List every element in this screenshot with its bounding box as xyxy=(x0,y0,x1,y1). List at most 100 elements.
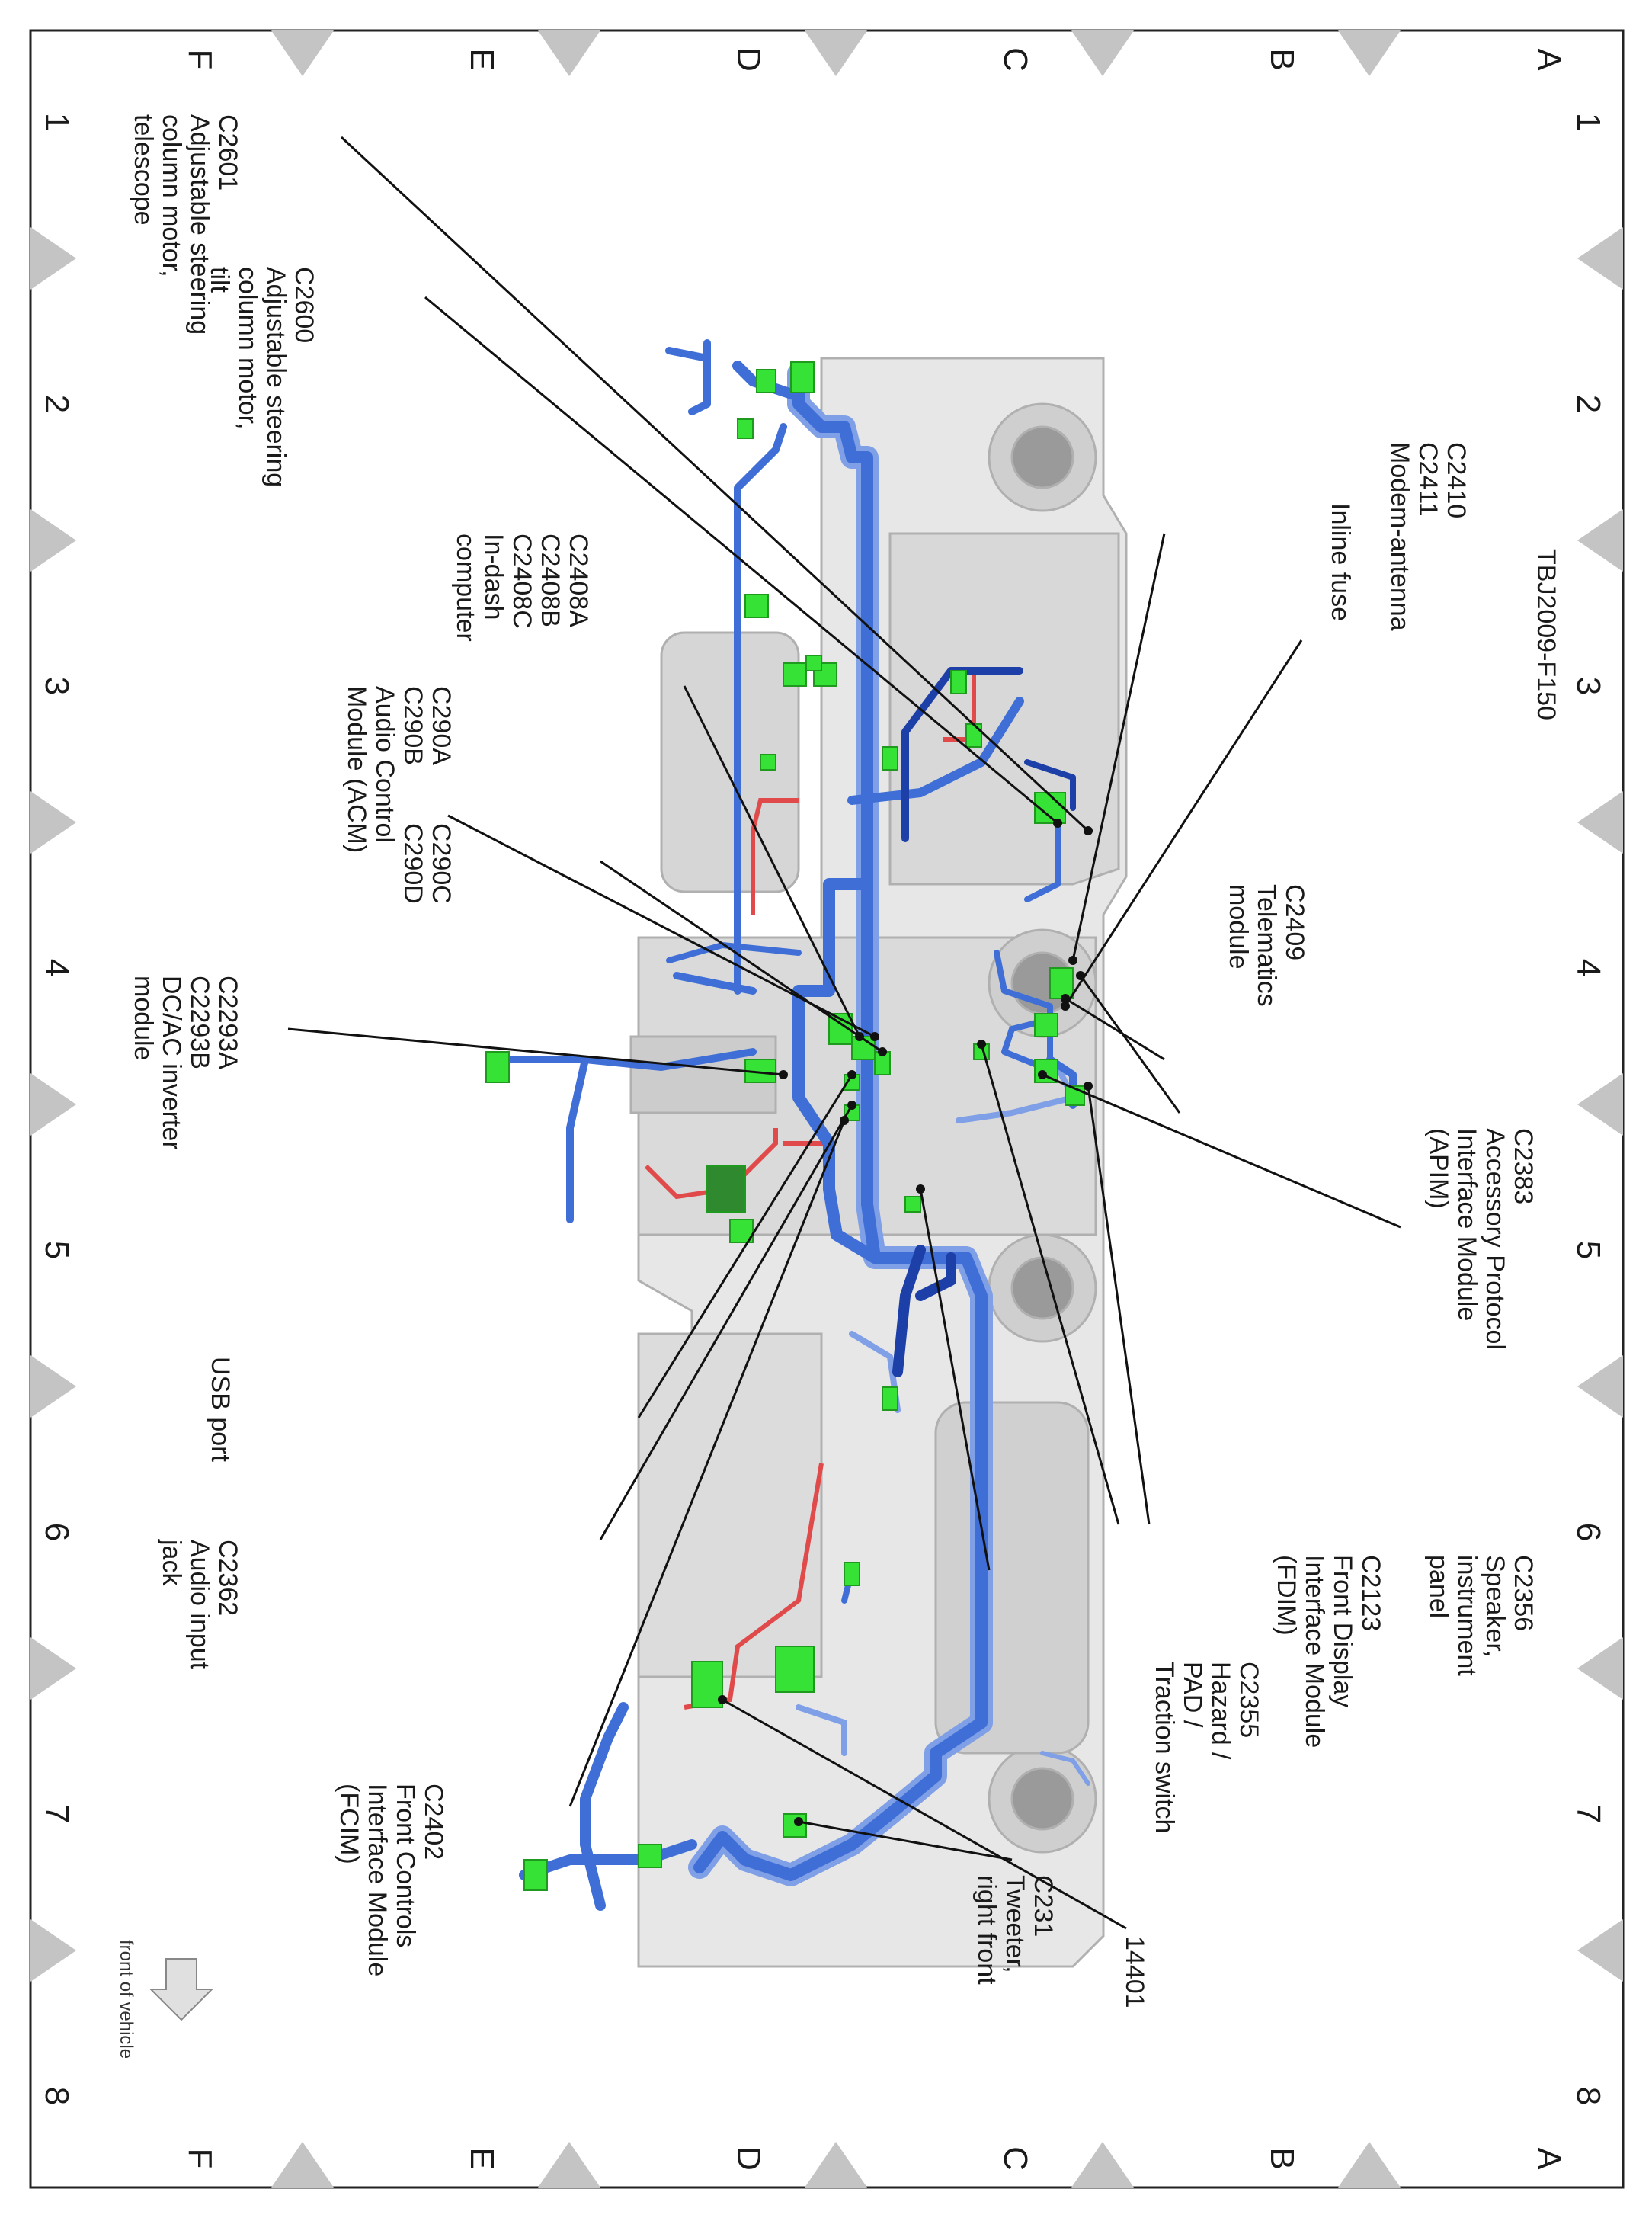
callout-c2356-line-2: Speaker, xyxy=(1481,1555,1510,1657)
callout-usb: USB port xyxy=(206,1357,235,1462)
callout-c2409-line-1: C2409 xyxy=(1280,884,1309,960)
connectors xyxy=(485,361,1085,1891)
callout-c2355: C2355 Hazard / PAD / Traction switch xyxy=(1150,1662,1263,1833)
callout-c2601-line-3: column motor, xyxy=(157,114,186,277)
row-label-E-right: E xyxy=(463,2147,501,2169)
col-label-4-top: 4 xyxy=(1570,959,1607,977)
callout-c290ab-line-3: Audio Control xyxy=(370,686,399,843)
callout-14401-line-1: 14401 xyxy=(1120,1936,1149,2008)
connector-lower-2 xyxy=(760,754,776,771)
front-of-vehicle-label: front of vehicle xyxy=(116,1940,136,2059)
callout-14401: 14401 xyxy=(1120,1936,1149,2008)
row-label-E-left: E xyxy=(463,48,501,70)
callout-c2293-line-2: C2293B xyxy=(185,976,214,1069)
connector-in-dash-3 xyxy=(882,746,898,771)
callout-c2356: C2356 Speaker, instrument panel xyxy=(1424,1555,1538,1676)
callout-c290ab-line-1: C290A xyxy=(427,686,456,765)
connector-c2601 xyxy=(790,361,815,393)
callout-c2293-line-4: module xyxy=(129,976,158,1061)
callout-c2408-line-4: In-dash xyxy=(479,534,508,620)
callout-c2402-line-4: (FCIM) xyxy=(335,1784,363,1864)
callout-usb-line-1: USB port xyxy=(206,1357,235,1462)
row-label-D-left: D xyxy=(730,47,767,72)
callout-c2293: C2293A C2293B DC/AC inverter module xyxy=(129,976,242,1150)
callout-c231-line-3: right front xyxy=(972,1875,1001,1985)
connector-inverter-tail xyxy=(485,1051,510,1083)
connector-c2600 xyxy=(756,369,776,393)
callout-c2356-line-4: panel xyxy=(1424,1555,1453,1618)
callout-c2410-line-1: C2410 xyxy=(1442,442,1471,518)
column-labels-top: 1 2 3 4 5 6 7 8 xyxy=(1570,113,1607,2105)
leader-lines xyxy=(287,136,1401,1930)
connector-ring xyxy=(729,1219,754,1243)
col-label-5-top: 5 xyxy=(1570,1241,1607,1259)
callout-tbj: TBJ2009-F150 xyxy=(1532,549,1561,720)
callout-c2383: C2383 Accessory Protocol Interface Modul… xyxy=(1424,1128,1538,1350)
callout-tbj-line-1: TBJ2009-F150 xyxy=(1532,549,1561,720)
callout-c2601-line-2: Adjustable steering xyxy=(185,114,214,335)
callout-c2355-line-1: C2355 xyxy=(1234,1662,1263,1738)
callout-c2123-line-3: Interface Module xyxy=(1300,1555,1329,1748)
callout-c2362-line-3: jack xyxy=(157,1539,186,1586)
callout-c2355-line-4: Traction switch xyxy=(1150,1662,1179,1833)
callout-c2123: C2123 Front Display Interface Module (FD… xyxy=(1272,1555,1385,1748)
connector-apim-1 xyxy=(1034,1013,1058,1037)
row-labels-left: A B C D E F xyxy=(181,47,1567,72)
row-label-B-right: B xyxy=(1263,2147,1301,2169)
col-label-2-bottom: 2 xyxy=(38,395,75,413)
main-harness xyxy=(491,339,1090,1911)
connector-in-dash-2 xyxy=(965,723,982,748)
col-label-7-bottom: 7 xyxy=(38,1805,75,1823)
callout-c2362-line-1: C2362 xyxy=(213,1540,242,1616)
callout-inline-fuse: Inline fuse xyxy=(1326,503,1355,621)
callout-c290cd-line-2: C290D xyxy=(399,823,427,904)
callout-c2600-line-1: C2600 xyxy=(290,267,319,343)
callout-c2355-line-3: PAD / xyxy=(1178,1662,1207,1728)
callout-c2383-line-1: C2383 xyxy=(1509,1128,1538,1204)
connector-in-dash-1 xyxy=(950,670,967,694)
callout-c2408-line-2: C2408B xyxy=(536,534,565,627)
row-labels-right: A B C D E F xyxy=(181,2146,1567,2171)
callout-c2600-line-4: tilt xyxy=(205,267,234,293)
callout-c2409-line-3: module xyxy=(1224,884,1253,970)
callout-c2409: C2409 Telematics module xyxy=(1224,884,1309,1007)
front-arrow-icon xyxy=(149,1958,214,2021)
callout-c290cd: C290C C290D xyxy=(399,823,456,904)
callout-c231: C231 Tweeter, right front xyxy=(972,1875,1058,1985)
callout-c2402: C2402 Front Controls Interface Module (F… xyxy=(335,1784,448,1976)
connector-lower-left xyxy=(744,594,769,618)
connector-inverter-module xyxy=(706,1165,746,1213)
callout-c231-line-2: Tweeter, xyxy=(1000,1875,1029,1973)
col-label-1-top: 1 xyxy=(1570,113,1607,131)
callout-c2410-line-3: Modem-antenna xyxy=(1385,442,1414,631)
connector-c2355 xyxy=(904,1196,921,1213)
callout-c2409-line-2: Telematics xyxy=(1252,884,1281,1007)
callout-c2402-line-2: Front Controls xyxy=(391,1784,420,1947)
row-label-A-right: A xyxy=(1530,2147,1567,2170)
callout-c2600-line-3: column motor, xyxy=(233,267,262,430)
callout-c2402-line-3: Interface Module xyxy=(363,1784,392,1976)
callout-c2123-line-2: Front Display xyxy=(1328,1555,1357,1707)
row-label-B-left: B xyxy=(1263,48,1301,70)
row-label-C-left: C xyxy=(997,47,1034,72)
callout-c2293-line-3: DC/AC inverter xyxy=(157,976,186,1150)
connector-rh-end xyxy=(523,1859,548,1891)
front-of-vehicle-indicator: front of vehicle xyxy=(116,1940,214,2059)
column-labels-bottom: 1 2 3 4 5 6 7 8 xyxy=(38,113,75,2105)
connector-tbj xyxy=(1049,967,1074,999)
callout-c2383-line-4: (APIM) xyxy=(1424,1128,1453,1209)
instrument-panel xyxy=(629,357,1128,1968)
callout-c2408-line-1: C2408A xyxy=(564,534,593,627)
connector-c231 xyxy=(783,1813,807,1838)
callout-c231-line-1: C231 xyxy=(1029,1875,1058,1937)
callout-c2601: C2601 Adjustable steering column motor, … xyxy=(129,114,242,335)
row-label-A-left: A xyxy=(1530,48,1567,71)
callout-c290ab-line-2: C290B xyxy=(399,686,427,765)
connector-fcim-1 xyxy=(775,1646,815,1693)
col-label-3-bottom: 3 xyxy=(38,677,75,695)
callout-c290ab: C290A C290B Audio Control Module (ACM) xyxy=(342,686,456,853)
col-label-2-top: 2 xyxy=(1570,395,1607,413)
connector-glovebox xyxy=(882,1386,898,1411)
